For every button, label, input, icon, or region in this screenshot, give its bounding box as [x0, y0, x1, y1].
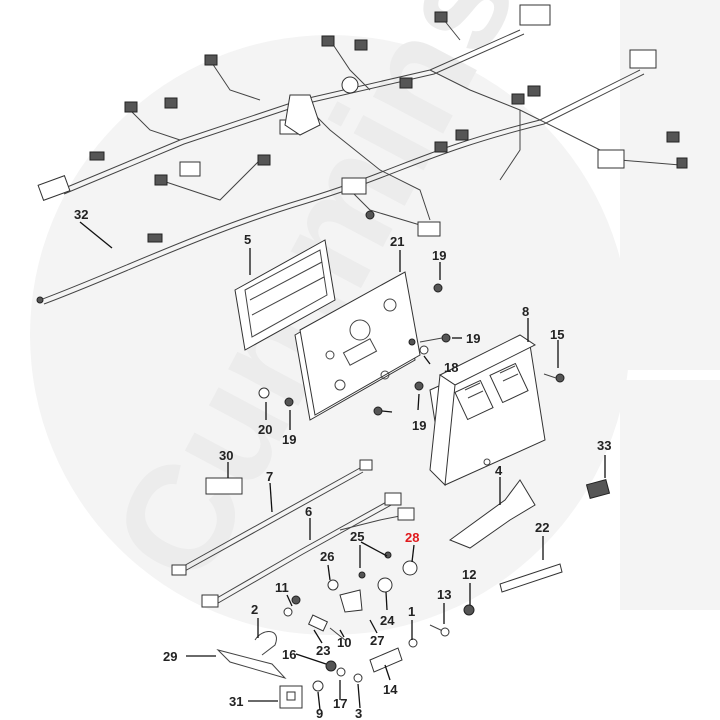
- callout-19-right: 19: [466, 331, 480, 346]
- callout-13: 13: [437, 587, 451, 602]
- callout-17: 17: [333, 696, 347, 711]
- engine-control-module: [429, 334, 546, 487]
- callout-19-left: 19: [282, 432, 296, 447]
- callout-8: 8: [522, 304, 529, 319]
- callout-9: 9: [316, 706, 323, 720]
- callout-18: 18: [444, 360, 458, 375]
- callout-29: 29: [163, 649, 177, 664]
- callout-labels: 32 5 21 19 19 18 8 15 20 19 19 33 30 7 4…: [74, 207, 611, 720]
- callout-21: 21: [390, 234, 404, 249]
- callout-6: 6: [305, 504, 312, 519]
- callout-25: 25: [350, 529, 364, 544]
- callout-15: 15: [550, 327, 564, 342]
- brackets: [448, 479, 611, 593]
- sub-harnesses: [171, 459, 415, 608]
- callout-10: 10: [337, 635, 351, 650]
- callout-26: 26: [320, 549, 334, 564]
- callout-30: 30: [219, 448, 233, 463]
- small-hardware: [216, 551, 475, 709]
- callout-20: 20: [258, 422, 272, 437]
- callout-5: 5: [244, 232, 251, 247]
- callout-31: 31: [229, 694, 243, 709]
- callout-3: 3: [355, 706, 362, 720]
- gasket-plate: [234, 239, 336, 351]
- callout-27: 27: [370, 633, 384, 648]
- callout-24: 24: [380, 613, 395, 628]
- callout-11: 11: [275, 580, 289, 595]
- callout-32: 32: [74, 207, 88, 222]
- callout-22: 22: [535, 520, 549, 535]
- callout-7: 7: [266, 469, 273, 484]
- callout-2: 2: [251, 602, 258, 617]
- callout-14: 14: [383, 682, 398, 697]
- callout-16: 16: [282, 647, 296, 662]
- callout-12: 12: [462, 567, 476, 582]
- mounting-bracket: [294, 271, 421, 421]
- callout-28: 28: [405, 530, 419, 545]
- callout-23: 23: [316, 643, 330, 658]
- leader-arrows: [79, 221, 606, 711]
- label-tag: [205, 477, 243, 495]
- callout-4: 4: [495, 463, 503, 478]
- fasteners: [258, 283, 565, 416]
- callout-19-bottom: 19: [412, 418, 426, 433]
- callout-1: 1: [408, 604, 415, 619]
- callout-33: 33: [597, 438, 611, 453]
- engine-harness: [36, 4, 688, 305]
- callout-19-top: 19: [432, 248, 446, 263]
